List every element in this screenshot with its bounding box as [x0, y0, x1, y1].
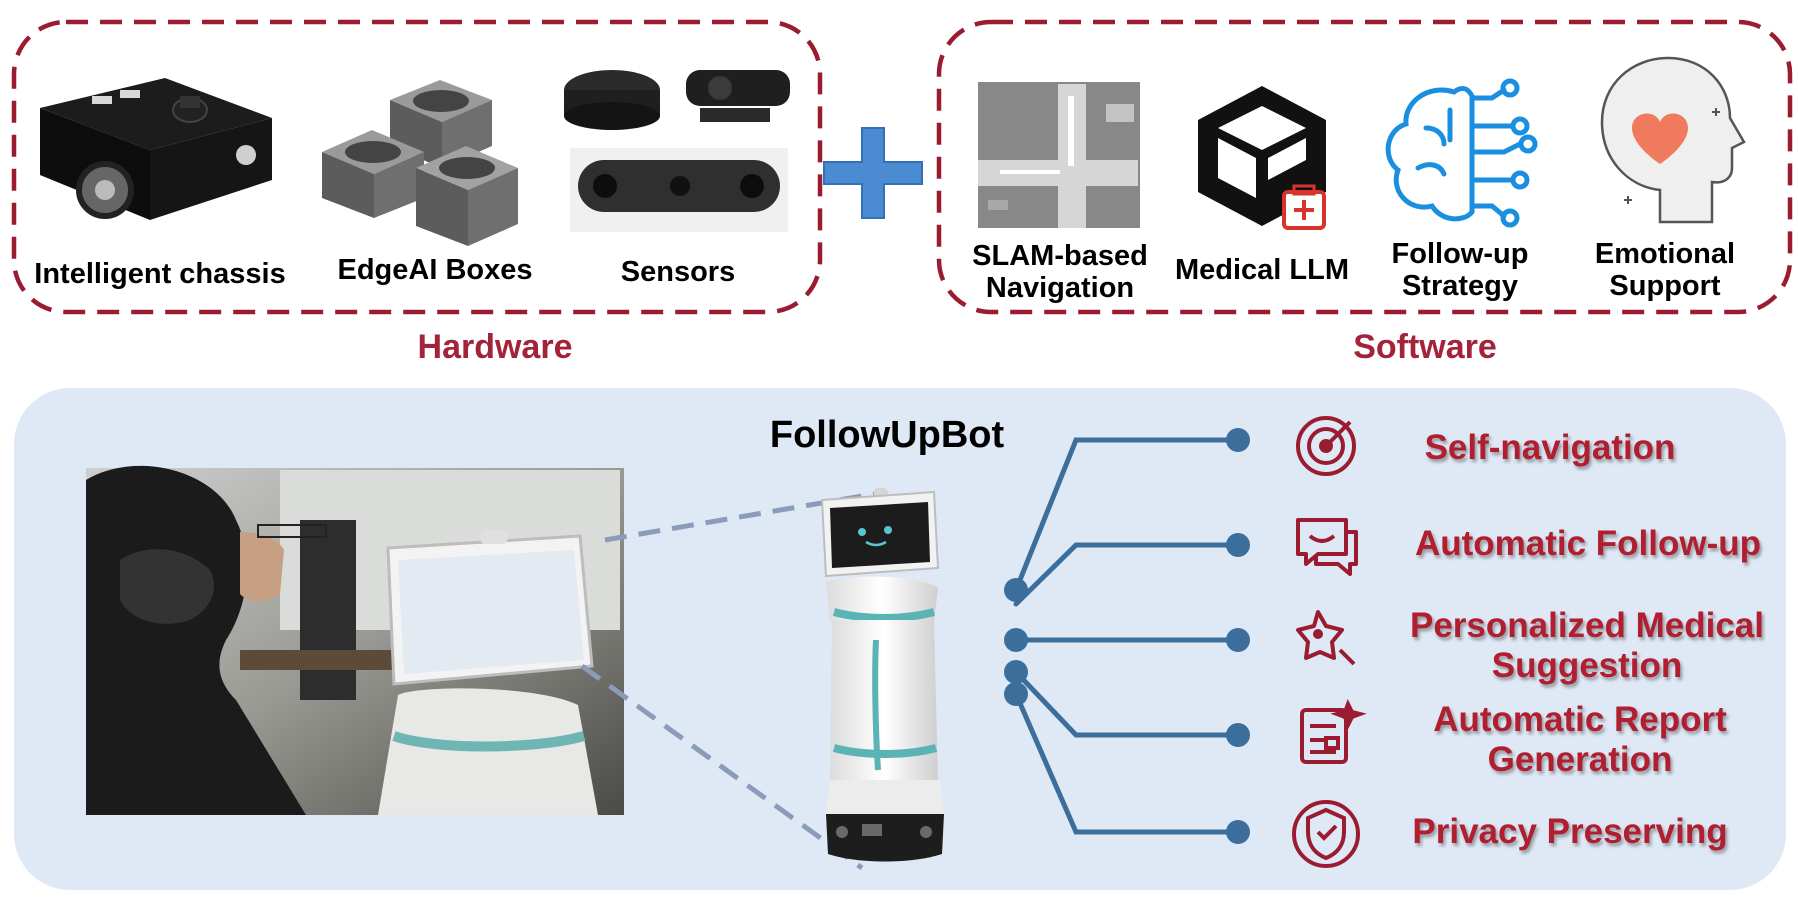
sensors-label: Sensors [620, 256, 736, 288]
user-interaction-photo [86, 465, 624, 815]
emotional-support-line2: Support [1609, 270, 1721, 302]
feature-5-line1: Privacy Preserving [1412, 812, 1728, 851]
slam-label-line2: Navigation [985, 272, 1135, 304]
followup-strategy-line1: Follow-up [1391, 238, 1529, 270]
feature-automatic-report-generation: Automatic Report Generation [1410, 700, 1750, 780]
feature-2-line1: Automatic Follow-up [1414, 524, 1762, 563]
chassis-image [40, 78, 272, 220]
feature-automatic-follow-up: Automatic Follow-up [1398, 524, 1778, 564]
sensors-image [564, 70, 790, 232]
edgeai-boxes-label: EdgeAI Boxes [337, 254, 533, 286]
medical-llm-label: Medical LLM [1162, 254, 1362, 286]
chassis-label: Intelligent chassis [34, 258, 286, 290]
slam-map-image [978, 82, 1140, 228]
slam-label-line1: SLAM-based [972, 240, 1148, 272]
feature-connector-lines [1013, 437, 1241, 835]
connector-nodes [1004, 428, 1250, 844]
report-icon [1300, 699, 1367, 764]
feature-self-navigation: Self-navigation [1380, 428, 1720, 468]
plus-icon [823, 127, 923, 219]
emotional-support-label: Emotional Support [1570, 238, 1760, 302]
software-box [936, 19, 1793, 315]
feature-personalized-medical-suggestion: Personalized Medical Suggestion [1392, 606, 1782, 686]
medical-llm-icon [1198, 86, 1326, 230]
software-section-title: Software [1353, 328, 1497, 366]
feature-1-line1: Self-navigation [1424, 428, 1676, 467]
chat-icon [1296, 518, 1358, 576]
hardware-section-title: Hardware [417, 328, 573, 366]
medical-llm-line1: Medical LLM [1174, 254, 1349, 286]
followup-strategy-line2: Strategy [1401, 270, 1519, 302]
followupbot-robot-image [820, 488, 944, 862]
hardware-box [11, 19, 823, 315]
emotional-support-icon [1600, 56, 1746, 224]
radar-icon [1296, 416, 1356, 476]
edgeai-boxes-image [322, 80, 518, 246]
feature-privacy-preserving: Privacy Preserving [1400, 812, 1740, 852]
feature-4-line1: Automatic Report [1433, 700, 1727, 739]
star-search-icon [1296, 610, 1356, 666]
feature-4-line2: Generation [1487, 740, 1673, 779]
shield-check-icon [1292, 800, 1360, 868]
brain-network-icon [1385, 78, 1538, 228]
followup-strategy-label: Follow-up Strategy [1370, 238, 1550, 302]
robot-title: FollowUpBot [769, 414, 1005, 456]
feature-3-line1: Personalized Medical [1409, 606, 1765, 645]
slam-navigation-label: SLAM-based Navigation [955, 240, 1165, 304]
emotional-support-line1: Emotional [1594, 238, 1736, 270]
feature-3-line2: Suggestion [1491, 646, 1683, 685]
